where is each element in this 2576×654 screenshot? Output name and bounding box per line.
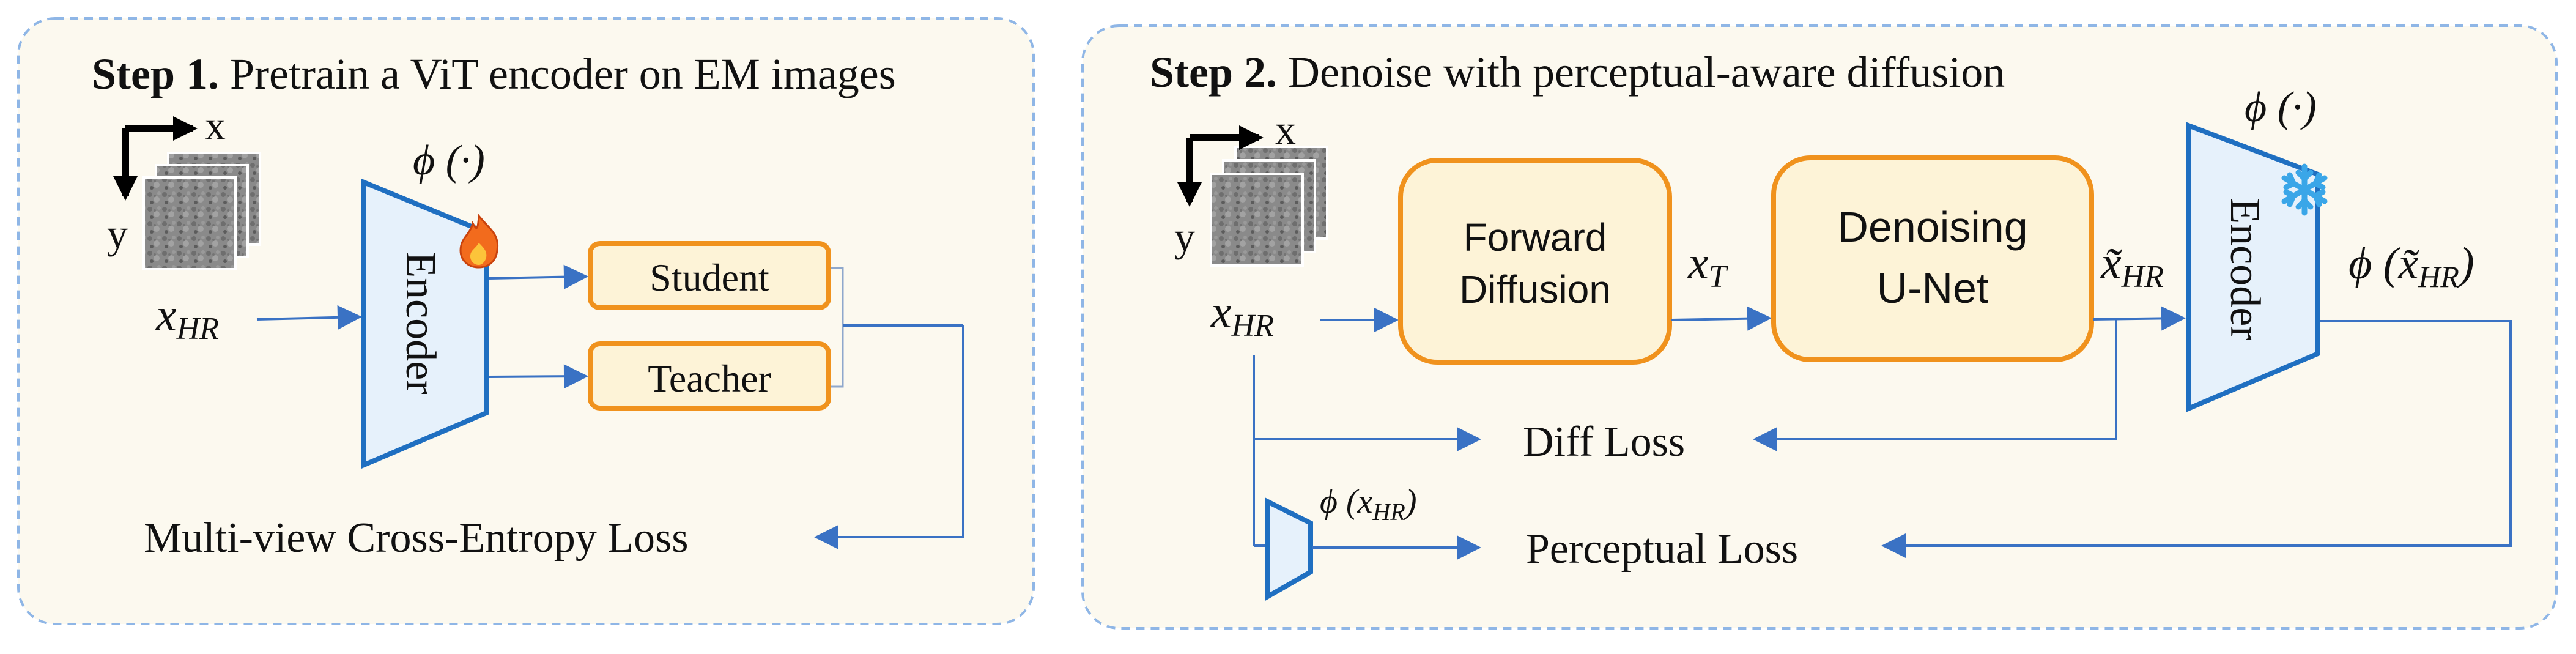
diff-loss-label: Diff Loss <box>1523 418 1685 466</box>
input-xhr-2: xHR <box>1210 286 1274 343</box>
arrow-encoder-to-student <box>489 264 588 289</box>
student-label: Student <box>650 256 769 299</box>
encoder-1 <box>361 179 489 469</box>
phi-label-1: ϕ (·) <box>413 137 485 184</box>
panel1-title-rest: Pretrain a ViT encoder on EM images <box>219 50 896 98</box>
panel2-title-rest: Denoise with perceptual-aware diffusion <box>1277 48 2005 97</box>
unet-box <box>1771 155 2094 362</box>
panel1-title: Step 1. Pretrain a ViT encoder on EM ima… <box>92 50 896 98</box>
phi-xtilde-label: ϕ (x̃HR) <box>2348 239 2474 294</box>
axes-icon-1 <box>113 116 198 201</box>
axis-y-label-2: y <box>1174 214 1195 260</box>
encoder-1-label: Encoder <box>397 251 444 394</box>
panel1-frame <box>17 17 1035 625</box>
ce-loss-label: Multi-view Cross-Entropy Loss <box>144 515 689 562</box>
teacher-label: Teacher <box>648 357 771 400</box>
arrow-forward-to-unet <box>1671 306 1772 331</box>
perceptual-loss-label: Perceptual Loss <box>1526 526 1798 573</box>
axis-x-label-2: x <box>1275 106 1296 153</box>
snowflake-icon <box>2281 163 2328 216</box>
arrow-encoder-to-perceptual <box>1881 320 2512 558</box>
student-box <box>588 241 831 310</box>
em-image-stack-1 <box>142 152 261 270</box>
arrow-to-ce-loss <box>814 325 964 549</box>
small-encoder <box>1265 497 1313 601</box>
xt-label: xT <box>1687 237 1728 294</box>
em-image-stack-2 <box>1210 146 1328 267</box>
panel-step2: Step 2. Denoise with perceptual-aware di… <box>1081 24 2558 630</box>
panel-step1: Step 1. Pretrain a ViT encoder on EM ima… <box>17 17 1035 625</box>
unet-line2: U-Net <box>1877 264 1989 312</box>
panel1-title-bold: Step 1. <box>92 50 219 98</box>
fire-icon <box>459 214 499 269</box>
forward-diffusion-box <box>1398 158 1672 365</box>
panel2-title-bold: Step 2. <box>1150 48 1277 97</box>
encoder-2 <box>2186 122 2320 413</box>
forward-diffusion-line2: Diffusion <box>1459 267 1611 311</box>
arrow-unet-to-encoder <box>2092 306 2186 331</box>
arrow-xhr-to-encoder-1 <box>256 305 362 330</box>
arrow-encoder-to-teacher <box>489 364 588 389</box>
unet-line1: Denoising <box>1837 203 2027 251</box>
axes-icon-2 <box>1177 125 1264 207</box>
phi-label-2: ϕ (·) <box>2245 84 2317 131</box>
arrow-unet-to-diffloss <box>1753 319 2117 451</box>
panel2-title: Step 2. Denoise with perceptual-aware di… <box>1150 48 2005 97</box>
encoder-2-label: Encoder <box>2221 198 2268 340</box>
axis-y-label-1: y <box>107 210 128 257</box>
phi-xhr-label: ϕ (xHR) <box>1320 483 1416 526</box>
forward-diffusion-line1: Forward <box>1464 215 1607 259</box>
merge-bracket <box>831 267 844 388</box>
teacher-box <box>588 341 831 411</box>
xtilde-label: x̃HR <box>2100 237 2164 294</box>
axis-x-label-1: x <box>205 102 226 149</box>
input-xhr-1: xHR <box>155 289 219 346</box>
